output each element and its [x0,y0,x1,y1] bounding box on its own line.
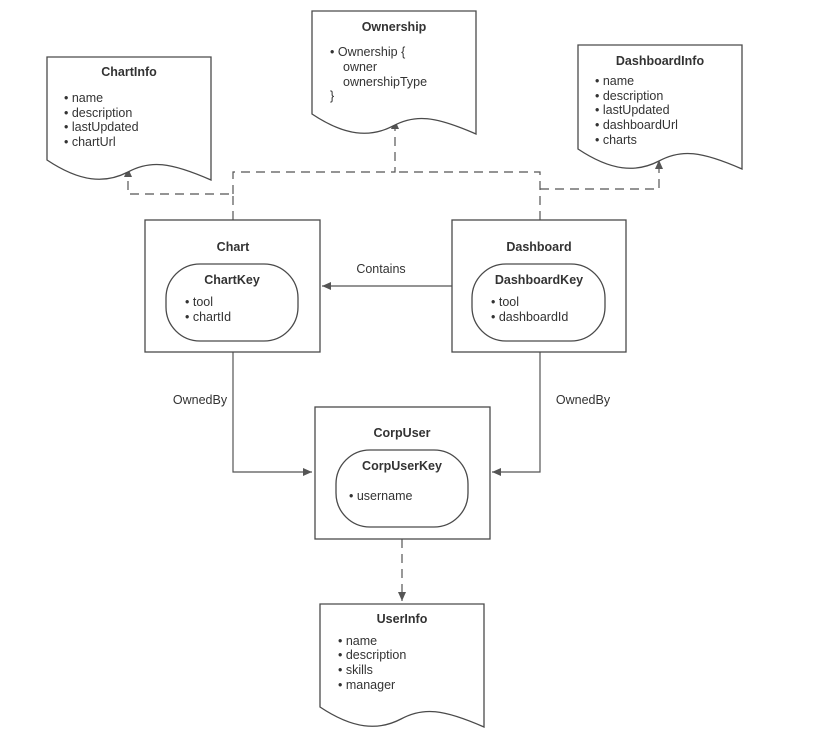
doc-chartinfo-item: • chartUrl [64,135,116,149]
doc-chartinfo: ChartInfo • name • description • lastUpd… [46,56,212,181]
entity-chart-title: Chart [217,240,250,254]
entity-chart: Chart ChartKey • tool • chartId [144,219,321,353]
entity-corpuser-title: CorpUser [374,426,431,440]
doc-dashboardinfo-item: • charts [595,133,637,147]
doc-ownership-item: ownershipType [343,75,427,89]
edge-label-ownedby-left: OwnedBy [173,393,228,407]
entity-dashboard-key [471,263,606,342]
edge-label-contains: Contains [356,262,405,276]
doc-dashboardinfo-item: • dashboardUrl [595,118,678,132]
doc-dashboardinfo: DashboardInfo • name • description • las… [577,44,743,170]
doc-ownership-title: Ownership [362,20,427,34]
entity-dashboard-key-item: • dashboardId [491,310,568,324]
doc-dashboardinfo-item: • description [595,89,663,103]
doc-userinfo-item: • manager [338,678,395,692]
doc-dashboardinfo-item: • name [595,74,634,88]
edge-chart-to-chartinfo [124,168,234,220]
doc-ownership-item: owner [343,60,377,74]
doc-dashboardinfo-title: DashboardInfo [616,54,705,68]
doc-userinfo-title: UserInfo [377,612,428,626]
doc-userinfo-item: • description [338,648,406,662]
doc-chartinfo-item: • description [64,106,132,120]
edge-chart-ownedby-corpuser [232,352,312,476]
doc-userinfo-shape [319,603,485,728]
doc-ownership-shape [311,10,477,135]
entity-dashboard-key-item: • tool [491,295,519,309]
doc-chartinfo-title: ChartInfo [101,65,157,79]
edge-dashboard-to-dashboardinfo [540,160,663,190]
entity-dashboard-title: Dashboard [506,240,571,254]
edge-dashboard-ownedby-corpuser [492,352,541,476]
entity-corpuser: CorpUser CorpUserKey • username [314,406,491,540]
entity-corpuser-key-item: • username [349,489,412,503]
doc-userinfo: UserInfo • name • description • skills •… [319,603,485,728]
entity-dashboard-key-title: DashboardKey [495,273,583,287]
doc-ownership-item: • Ownership { [330,45,405,59]
doc-ownership-item: } [330,89,334,103]
doc-chartinfo-item: • lastUpdated [64,120,139,134]
entity-corpuser-key-title: CorpUserKey [362,459,442,473]
entity-dashboard: Dashboard DashboardKey • tool • dashboar… [451,219,627,353]
entity-chart-key-item: • tool [185,295,213,309]
edge-label-ownedby-right: OwnedBy [556,393,611,407]
doc-dashboardinfo-item: • lastUpdated [595,103,670,117]
doc-ownership: Ownership • Ownership { owner ownershipT… [311,10,477,135]
doc-dashboardinfo-shape [577,44,743,170]
entity-chart-key-title: ChartKey [204,273,260,287]
edges [124,120,663,601]
doc-userinfo-item: • name [338,634,377,648]
edge-dashboard-to-ownership [395,171,541,220]
entity-chart-key-item: • chartId [185,310,231,324]
doc-chartinfo-shape [46,56,212,181]
edge-chart-to-ownership [232,120,399,194]
doc-userinfo-item: • skills [338,663,373,677]
entity-corpuser-key [335,449,469,528]
doc-chartinfo-item: • name [64,91,103,105]
entity-chart-key [165,263,299,342]
